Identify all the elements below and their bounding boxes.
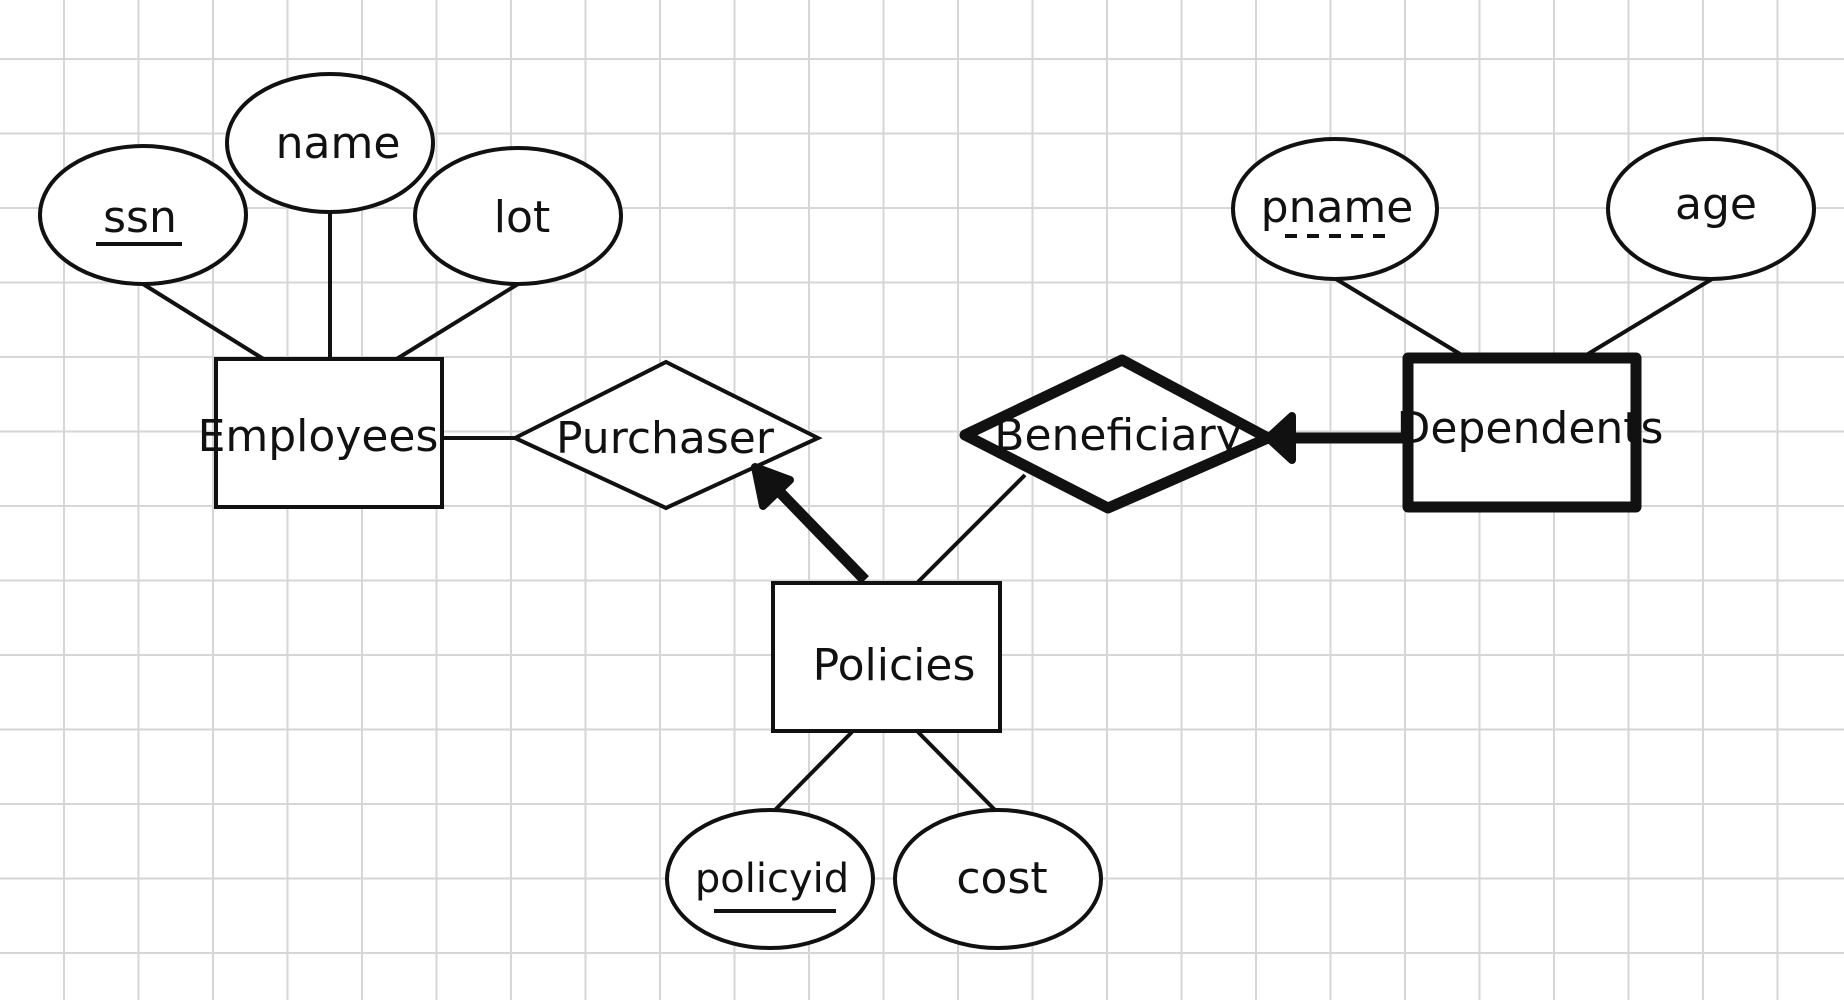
policies-beneficiary-line [916,473,1027,584]
attribute-lot: lot [413,146,623,286]
purchaser-arrowhead [751,463,794,510]
pname-dependents-line [1334,277,1462,356]
relationship-purchaser-label: Purchaser [556,413,775,464]
cost-policies-line [916,730,997,812]
dependents-to-beneficiary-arrow [1264,412,1405,464]
ssn-employees-line [141,282,267,362]
connectors [141,212,1714,812]
entity-policies-label: Policies [813,640,976,691]
age-dependents-line [1586,277,1714,356]
entity-employees: Employees [198,357,444,509]
attribute-name: name [225,72,435,214]
attribute-cost: cost [893,808,1103,950]
relationship-purchaser: Purchaser [510,359,823,511]
attribute-pname-label: pname [1261,182,1414,233]
entity-policies: Policies [771,581,1002,733]
attribute-name-label: name [276,118,401,169]
policyid-policies-line [773,730,854,812]
entity-dependents-label: Dependents [1397,403,1664,454]
attribute-cost-label: cost [956,853,1047,904]
relationship-beneficiary-label: Beneficiary [994,410,1241,461]
relationship-beneficiary-identifying: Beneficiary [959,354,1274,514]
attribute-policyid: policyid [665,808,875,950]
attribute-age: age [1606,137,1816,281]
lot-employees-line [393,282,520,362]
attribute-ssn-label: ssn [103,192,177,243]
attribute-policyid-label: policyid [695,856,849,902]
entity-employees-label: Employees [198,411,439,462]
attribute-ssn: ssn [38,144,248,286]
attribute-lot-label: lot [494,192,550,243]
attribute-pname: pname [1231,137,1439,281]
beneficiary-arrowhead [1264,412,1296,464]
attribute-age-label: age [1675,179,1757,230]
entity-dependents-weak: Dependents [1397,352,1664,513]
policies-to-purchaser-arrow [751,463,869,584]
